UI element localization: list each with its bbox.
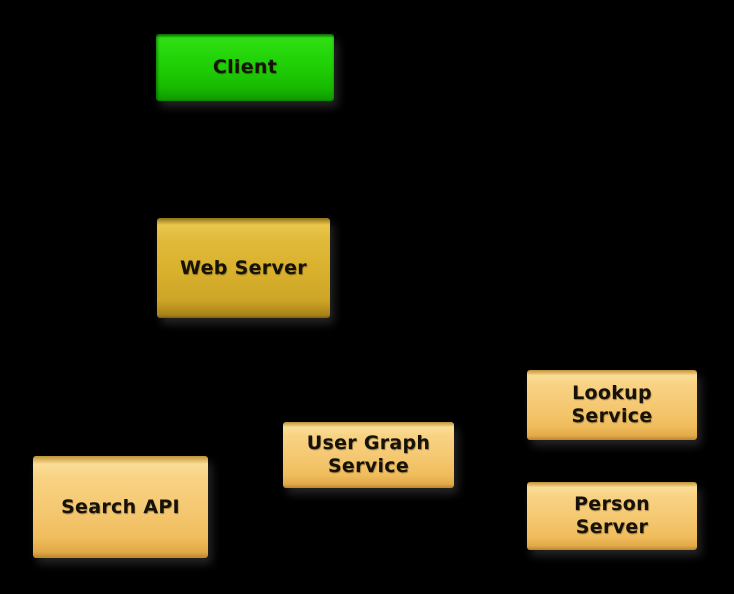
node-label-client: Client	[212, 56, 278, 78]
diagram-node-client: Client	[156, 34, 334, 101]
node-label-search-api: Search API	[61, 495, 180, 518]
diagram-node-lookup-service: Lookup Service	[527, 370, 697, 440]
node-label-web-server: Web Server	[180, 256, 307, 279]
node-label-user-graph-line1: User Graph	[306, 432, 431, 454]
diagram-node-user-graph-service: User Graph Service	[283, 422, 454, 488]
node-label-person-line1: Person	[574, 493, 650, 515]
node-label-lookup-line2: Service	[571, 405, 653, 427]
diagram-node-web-server: Web Server	[157, 218, 330, 318]
node-label-lookup-line1: Lookup	[572, 382, 652, 404]
diagram-node-search-api: Search API	[33, 456, 208, 558]
node-label-person-line2: Server	[575, 516, 649, 538]
diagram-node-person-server: Person Server	[527, 482, 697, 550]
node-label-user-graph-line2: Service	[327, 455, 410, 477]
